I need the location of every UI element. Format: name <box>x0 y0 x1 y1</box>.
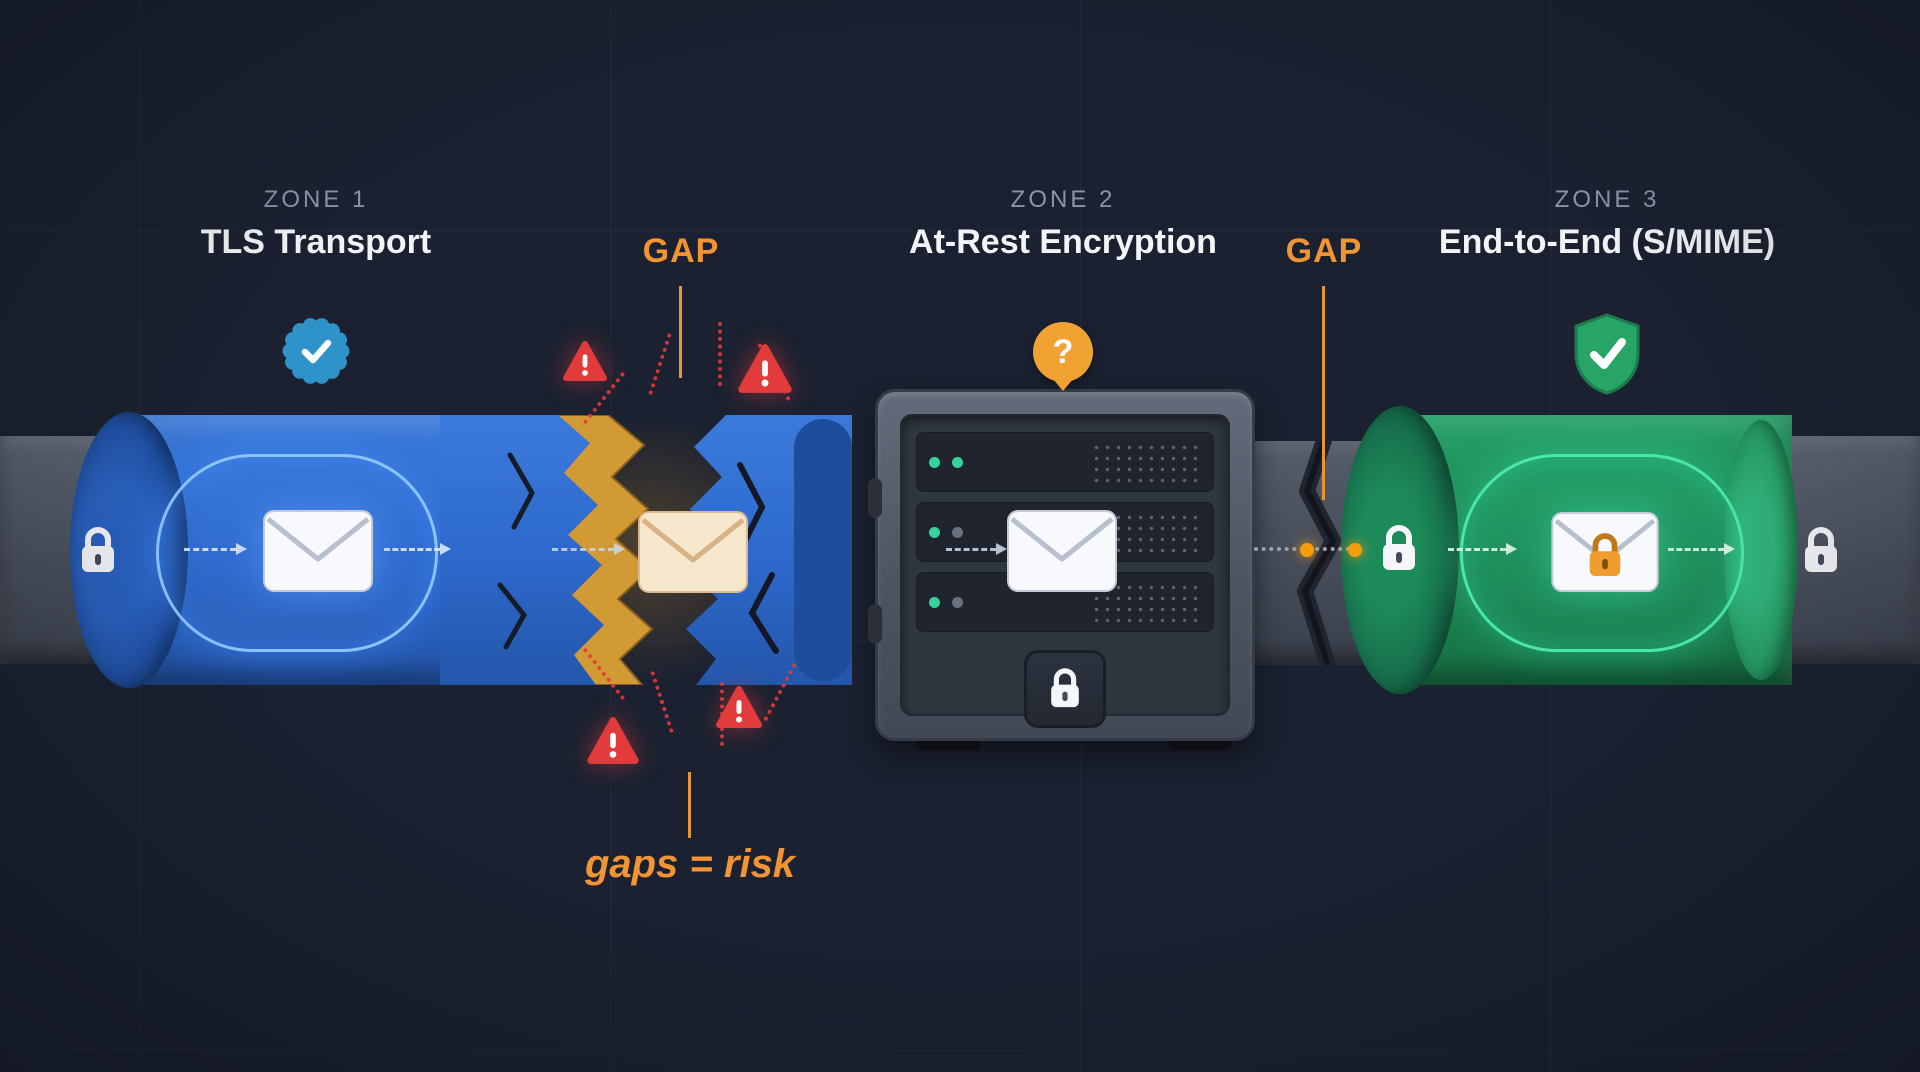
zone3-eyebrow: ZONE 3 <box>1554 186 1660 213</box>
status-led <box>952 596 963 608</box>
lock-icon <box>1051 668 1079 708</box>
question-icon: ? <box>1052 332 1074 371</box>
flow-arrow <box>384 543 451 555</box>
warning-icon <box>737 343 793 399</box>
zone2-eyebrow: ZONE 2 <box>1010 186 1116 213</box>
cracked-pipe-icon <box>440 414 852 690</box>
gap2-label: GAP <box>1285 232 1363 270</box>
zone3-label: ZONE 3 End-to-End (S/MIME) <box>1397 186 1817 262</box>
status-led <box>929 456 940 468</box>
zone1-title: TLS Transport <box>200 223 432 261</box>
gap1-pointer-line <box>679 286 682 378</box>
server-row <box>916 432 1214 492</box>
orange-lock-icon <box>1589 533 1621 577</box>
status-led <box>952 526 963 538</box>
stored-envelope-icon <box>1006 509 1118 593</box>
zone2-title: At-Rest Encryption <box>909 223 1217 261</box>
lock-icon <box>1377 523 1421 580</box>
gap-dot <box>1300 543 1314 557</box>
encrypted-envelope-icon <box>1550 511 1660 593</box>
vent-dots <box>1091 442 1203 482</box>
flow-arrow <box>552 543 625 555</box>
risk-dotted-line <box>718 322 722 386</box>
warning-icon <box>586 716 640 770</box>
warning-icon <box>715 685 763 734</box>
zone2-label: ZONE 2 At-Rest Encryption <box>863 186 1263 262</box>
status-led <box>952 456 963 468</box>
flow-arrow <box>184 543 247 555</box>
vault-lock-badge <box>1024 650 1106 728</box>
lock-icon <box>76 525 120 582</box>
verified-seal-icon <box>281 316 351 386</box>
flow-arrow <box>1448 543 1517 555</box>
zone1-label: ZONE 1 TLS Transport <box>116 186 516 262</box>
gap-dot <box>1348 543 1362 557</box>
caption-pointer-line <box>688 772 691 838</box>
status-led <box>929 526 940 538</box>
flow-arrow <box>1668 543 1735 555</box>
risk-dotted-line <box>648 332 672 396</box>
zone1-eyebrow: ZONE 1 <box>263 186 369 213</box>
caption-text: gaps = risk <box>584 842 796 886</box>
status-led <box>929 596 940 608</box>
gap2-pointer-line <box>1322 286 1325 500</box>
zone3-title: End-to-End (S/MIME) <box>1438 223 1776 261</box>
vault-hinge <box>868 478 882 518</box>
warning-icon <box>562 340 608 387</box>
gap1-label: GAP <box>642 232 720 270</box>
question-badge: ? <box>1033 322 1093 382</box>
envelope-icon <box>262 509 374 593</box>
shield-check-icon <box>1570 312 1644 396</box>
exposed-envelope-icon <box>637 510 749 594</box>
crack-icon <box>1297 434 1341 672</box>
vault-hinge <box>868 604 882 644</box>
flow-arrow <box>946 543 1007 555</box>
lock-icon <box>1799 525 1843 582</box>
